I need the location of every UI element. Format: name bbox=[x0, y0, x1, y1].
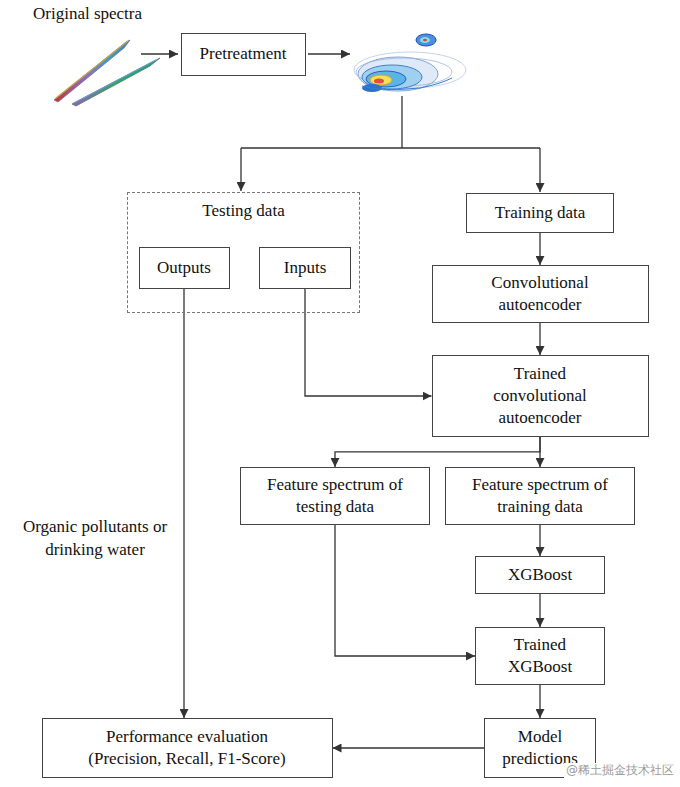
flow-arrow bbox=[141, 53, 178, 54]
group-box: Testing dataOutputs Inputs bbox=[127, 192, 360, 313]
contour-plot bbox=[354, 34, 466, 92]
process-box: Feature spectrum of training data bbox=[445, 467, 635, 525]
flow-arrow bbox=[539, 323, 540, 355]
process-box: Performance evaluation (Precision, Recal… bbox=[42, 718, 333, 778]
process-box: Convolutional autoencoder bbox=[432, 265, 649, 323]
spectra-curves bbox=[54, 40, 160, 106]
figure-label: Original spectra bbox=[33, 3, 142, 25]
process-box: Inputs bbox=[259, 247, 351, 289]
box-label: Pretreatment bbox=[200, 43, 287, 65]
process-box: Training data bbox=[466, 193, 614, 233]
box-label: Trained XGBoost bbox=[495, 634, 585, 678]
process-box: Trained XGBoost bbox=[475, 627, 605, 685]
group-title: Testing data bbox=[202, 200, 284, 222]
process-box: Outputs bbox=[139, 247, 230, 289]
flow-arrow bbox=[539, 525, 540, 556]
box-label: Outputs bbox=[157, 257, 211, 279]
box-label: Performance evaluation (Precision, Recal… bbox=[75, 726, 300, 770]
flow-arrow bbox=[333, 747, 485, 748]
flow-arrow bbox=[308, 53, 350, 54]
box-label: Feature spectrum of training data bbox=[456, 474, 624, 518]
box-label: XGBoost bbox=[508, 564, 572, 586]
split-connector bbox=[241, 96, 540, 192]
process-box: Feature spectrum of testing data bbox=[240, 467, 430, 525]
box-label: Feature spectrum of testing data bbox=[251, 474, 419, 518]
flow-arrow bbox=[539, 233, 540, 265]
flow-arrow bbox=[335, 525, 475, 656]
flow-arrow bbox=[305, 289, 432, 396]
flow-arrow bbox=[183, 289, 184, 718]
box-label: Convolutional autoencoder bbox=[465, 272, 615, 316]
flow-arrow bbox=[539, 594, 540, 627]
process-box: Trained convolutional autoencoder bbox=[432, 355, 649, 437]
edge-label: Organic pollutants or drinking water bbox=[20, 516, 170, 560]
flow-arrow bbox=[335, 437, 540, 467]
process-box: XGBoost bbox=[475, 556, 605, 594]
process-box: Pretreatment bbox=[181, 33, 306, 76]
flow-arrow bbox=[539, 437, 540, 467]
watermark: @稀土掘金技术社区 bbox=[564, 763, 676, 779]
box-label: Training data bbox=[495, 202, 586, 224]
box-label: Trained convolutional autoencoder bbox=[480, 363, 600, 429]
box-label: Inputs bbox=[284, 257, 327, 279]
flow-arrow bbox=[539, 685, 540, 718]
